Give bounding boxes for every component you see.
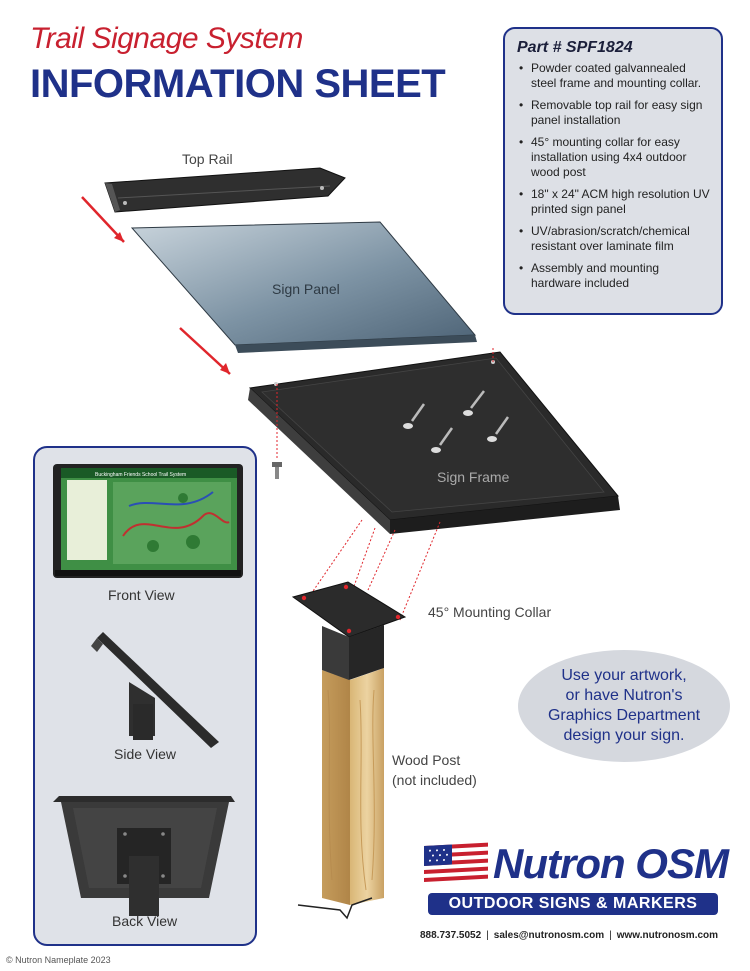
front-view-illustration xyxy=(53,464,243,578)
screw-icon xyxy=(403,390,510,453)
side-view-label: Side View xyxy=(114,746,177,762)
phone-number: 888.737.5052 xyxy=(420,930,482,941)
artwork-callout-text: Use your artwork, or have Nutron's Graph… xyxy=(547,667,701,744)
back-view-illustration xyxy=(53,796,235,916)
brand-name: Nutron OSM xyxy=(493,840,729,887)
feature-item: Assembly and mounting hardware included xyxy=(517,261,711,291)
website-link[interactable]: www.nutronosm.com xyxy=(616,930,719,941)
email-link[interactable]: sales@nutronosm.com xyxy=(493,930,605,941)
spec-box: Part # SPF1824 Powder coated galvanneale… xyxy=(503,27,723,315)
sign-panel xyxy=(130,221,477,353)
top-rail-label: Top Rail xyxy=(182,151,233,167)
brand-banner: OUTDOOR SIGNS & MARKERS xyxy=(428,893,718,915)
flag-icon xyxy=(424,842,488,886)
feature-item: Removable top rail for easy sign panel i… xyxy=(517,98,711,128)
mounting-collar xyxy=(291,581,407,680)
sign-frame xyxy=(248,351,620,534)
wood-post-label: Wood Post xyxy=(392,752,461,768)
top-rail xyxy=(104,167,346,213)
feature-item: 45° mounting collar for easy installatio… xyxy=(517,135,711,180)
wood-post xyxy=(297,668,384,920)
feature-item: 18" x 24" ACM high resolution UV printed… xyxy=(517,187,711,217)
copyright: © Nutron Nameplate 2023 xyxy=(6,955,111,965)
wood-post-note: (not included) xyxy=(392,772,477,788)
sign-preview-title: Buckingham Friends School Trail System xyxy=(95,472,186,478)
sign-panel-label: Sign Panel xyxy=(272,281,340,297)
feature-item: Powder coated galvannealed steel frame a… xyxy=(517,61,711,91)
back-view-label: Back View xyxy=(112,913,178,929)
views-illustrations: Buckingham Friends School Trail System xyxy=(53,464,243,916)
artwork-callout: Use your artwork, or have Nutron's Graph… xyxy=(518,650,730,762)
contact-info: 888.737.5052|sales@nutronosm.com|www.nut… xyxy=(420,930,719,941)
side-view-illustration xyxy=(91,632,219,748)
screw-icon xyxy=(272,462,282,479)
header-title: Trail Signage System xyxy=(30,22,303,55)
arrow-icon xyxy=(179,327,231,375)
part-number: Part # SPF1824 xyxy=(517,39,633,56)
sign-frame-label: Sign Frame xyxy=(437,469,510,485)
header-subtitle: INFORMATION SHEET xyxy=(30,62,446,106)
feature-list: Powder coated galvannealed steel frame a… xyxy=(517,61,711,291)
front-view-label: Front View xyxy=(108,587,175,603)
mounting-collar-label: 45° Mounting Collar xyxy=(428,604,552,620)
feature-item: UV/abrasion/scratch/chemical resistant o… xyxy=(517,224,711,254)
arrow-icon xyxy=(81,196,125,243)
